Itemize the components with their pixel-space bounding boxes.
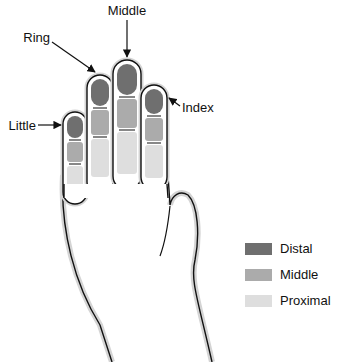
legend-row: Middle xyxy=(245,267,318,282)
middle-finger xyxy=(113,60,141,190)
finger-label: Little xyxy=(9,118,36,133)
legend-swatch xyxy=(245,295,272,307)
finger-label: Ring xyxy=(23,30,50,45)
palm xyxy=(63,175,212,362)
finger-label: Middle xyxy=(108,3,146,18)
legend-row: Proximal xyxy=(245,293,331,308)
index-finger xyxy=(141,85,167,190)
legend-swatch xyxy=(245,269,272,281)
legend-text: Proximal xyxy=(280,293,331,308)
legend-text: Distal xyxy=(280,241,313,256)
finger-label: Index xyxy=(182,100,214,115)
ring-finger xyxy=(87,75,113,195)
legend-row: Distal xyxy=(245,241,313,256)
leader-arrows xyxy=(38,20,180,125)
legend-text: Middle xyxy=(280,267,318,282)
legend-swatch xyxy=(245,243,272,255)
